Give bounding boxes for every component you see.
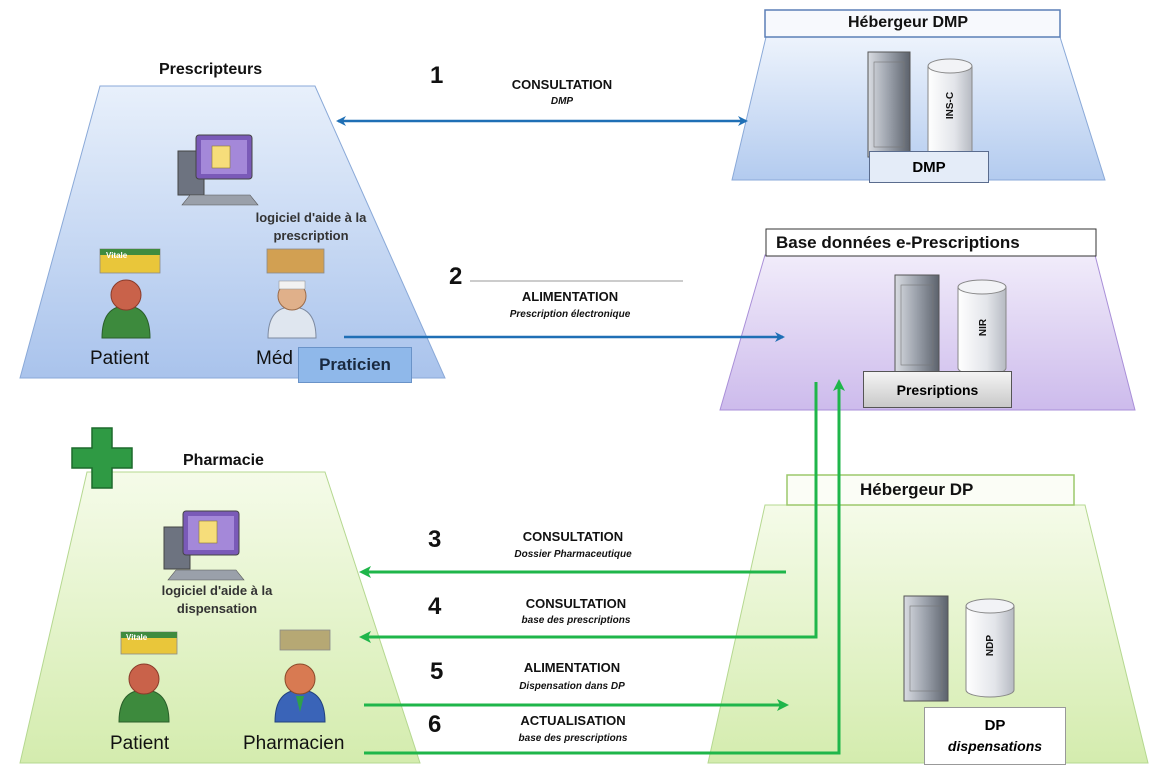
prescriber-patient-icon [101,279,151,339]
flow-3-number: 3 [428,526,442,553]
flow-5-number: 5 [430,658,444,685]
flow-6-action: ACTUALISATION [520,713,626,728]
dp-box: DP dispensations [924,707,1066,765]
flow-6-arrow [364,379,845,755]
flow-6-detail: base des prescriptions [518,733,628,744]
dp-database-icon [965,598,1015,698]
eprescriptions-title: Base données e-Prescriptions [776,233,1020,252]
pharmacy-cross-icon [71,427,133,489]
eprescriptions-database-label: NIR [978,318,990,337]
flow-5-detail: Dispensation dans DP [519,681,625,692]
flow-4-number: 4 [428,593,442,620]
flow-4-arrow [359,382,818,643]
doctor-icon [267,280,317,339]
dmp-database-label: INS-C [945,91,957,120]
prescribers-title: Prescripteurs [159,61,263,78]
dispensation-software-label: logiciel d'aide à la dispensation [161,583,273,616]
pharmacist-icon [274,663,326,723]
pharmacy-zone [19,471,421,764]
dmp-box: DMP [869,151,989,183]
flow-2-action: ALIMENTATION [521,289,619,304]
dp-database-label: NDP [985,634,997,657]
dp-title-box [786,474,1075,506]
flow-2-detail: Prescription électronique [509,309,631,320]
dmp-database-icon [927,58,973,160]
eprescriptions-server-icon [894,274,940,376]
eprescriptions-title-box [765,228,1097,257]
pharmacist-label: Pharmacien [243,733,345,754]
flow-4-detail: base des prescriptions [521,615,631,626]
flow-1-action: CONSULTATION [511,77,613,92]
prescriber-professional-card-icon [266,248,325,274]
prescriber-patient-label: Patient [90,348,150,369]
flow-5-action: ALIMENTATION [523,660,621,675]
flow-3-detail: Dossier Pharmaceutique [514,549,632,560]
prescriptions-box: Presriptions [863,371,1012,408]
prescription-software-label: logiciel d'aide à la prescription [255,210,367,243]
dp-host-title: Hébergeur DP [860,480,974,499]
pharmacy-patient-card-text: Vitale [126,633,148,642]
prescription-computer-icon [177,134,259,206]
pharmacy-patient-label: Patient [110,733,170,754]
flow-6-number: 6 [428,711,442,738]
flow-3-action: CONSULTATION [522,529,624,544]
dispensation-computer-icon [163,510,245,581]
pharmacist-professional-card-icon [279,629,331,651]
dp-server-icon [903,595,949,702]
dp-box-line2: dispensations [947,738,1043,754]
pharmacy-title: Pharmacie [183,452,264,469]
dmp-host-title: Hébergeur DMP [848,14,969,31]
dmp-title-box [764,9,1061,38]
practitioner-label: Praticien [298,347,412,383]
flow-2-number: 2 [449,263,463,290]
pharmacy-patient-icon [118,663,170,723]
flow-4-action: CONSULTATION [525,596,627,611]
flow-1-number: 1 [430,62,444,89]
dp-box-line1: DP [984,717,1006,734]
flow-1-detail: DMP [550,96,574,107]
dmp-server-icon [867,51,911,158]
prescriber-patient-card-text: Vitale [106,251,128,260]
doctor-label: Méd [256,348,293,369]
